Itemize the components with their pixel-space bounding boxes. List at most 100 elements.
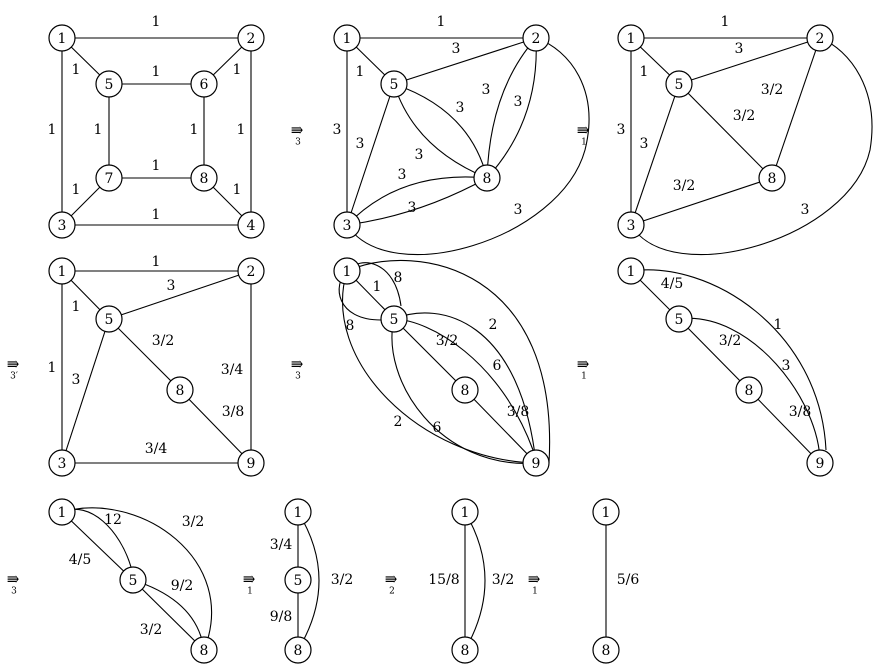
edge-weight-label: 1 <box>190 122 199 138</box>
edge-1-5 <box>61 511 134 581</box>
reduction-arrow: ⇛1 <box>243 570 256 597</box>
node-2: 2 <box>237 24 265 52</box>
node-label: 3 <box>58 218 67 234</box>
node-label: 1 <box>343 264 352 280</box>
edge-weight-label: 3 <box>801 202 810 218</box>
edge-weight-label: 6 <box>493 358 502 374</box>
edge-weight-label: 3/2 <box>140 622 163 638</box>
node-circle <box>735 376 763 404</box>
node-circle <box>48 211 76 239</box>
node-9: 9 <box>522 449 550 477</box>
node-5: 5 <box>380 70 408 98</box>
node-label: 8 <box>461 643 470 659</box>
edge-weight-label: 3/4 <box>145 441 168 457</box>
edge-weight-label: 8 <box>394 270 403 286</box>
edge-weight-label: 3/2 <box>673 178 696 194</box>
edge-1-8 <box>61 507 212 651</box>
node-7: 7 <box>95 164 123 192</box>
edge-weight-label: 3/2 <box>331 572 354 588</box>
edge-weight-label: 1 <box>437 14 446 30</box>
edge-weight-label: 1 <box>233 62 242 78</box>
reduction-arrow: ⇛1 <box>577 121 590 148</box>
edge-weight-label: 15/8 <box>428 572 459 588</box>
edge-1-9 <box>342 270 537 464</box>
edge-weight-label: 1 <box>233 182 242 198</box>
node-8: 8 <box>592 636 620 664</box>
edge-5-8 <box>132 579 205 651</box>
edge-weight-label: 4/5 <box>661 276 684 292</box>
edge-5-8 <box>108 318 181 391</box>
node-8: 8 <box>758 164 786 192</box>
edge-weight-label: 3 <box>782 358 791 374</box>
node-label: 9 <box>247 456 256 472</box>
node-8: 8 <box>473 164 501 192</box>
node-1: 1 <box>451 498 479 526</box>
node-circle <box>333 257 361 285</box>
node-circle <box>451 636 479 664</box>
edge-5-3 <box>630 83 680 226</box>
arrow-subscript: 1 <box>247 587 253 597</box>
edge-weight-label: 9/8 <box>270 609 293 625</box>
node-8: 8 <box>166 376 194 404</box>
edge-3-8 <box>346 176 488 226</box>
node-3: 3 <box>333 211 361 239</box>
node-label: 8 <box>200 171 209 187</box>
edge-1-8 <box>297 511 320 651</box>
arrow-symbol: ⇛ <box>577 355 590 373</box>
edge-weight-label: 3/2 <box>436 333 459 349</box>
node-1: 1 <box>333 257 361 285</box>
node-circle <box>617 24 645 52</box>
graph-g10: 5/618 <box>592 498 639 664</box>
node-circle <box>48 498 76 526</box>
node-circle <box>665 70 693 98</box>
node-label: 1 <box>58 31 67 47</box>
node-circle <box>451 376 479 404</box>
node-2: 2 <box>237 257 265 285</box>
node-circle <box>190 164 218 192</box>
node-4: 4 <box>237 211 265 239</box>
edge-weight-label: 3/2 <box>761 82 784 98</box>
node-circle <box>284 566 312 594</box>
node-circle <box>237 449 265 477</box>
edge-weight-label: 1 <box>640 64 649 80</box>
node-label: 5 <box>105 77 114 93</box>
node-circle <box>237 257 265 285</box>
arrow-symbol: ⇛ <box>577 121 590 139</box>
node-circle <box>95 305 123 333</box>
edge-5-2 <box>678 37 821 85</box>
edge-weight-label: 1 <box>721 14 730 30</box>
reduction-arrow: ⇛2 <box>385 570 398 597</box>
node-label: 1 <box>58 505 67 521</box>
edge-weight-label: 3 <box>333 122 342 138</box>
edge-8-9 <box>179 389 252 464</box>
node-5: 5 <box>95 70 123 98</box>
edge-8-9 <box>464 389 537 464</box>
node-circle <box>333 24 361 52</box>
node-label: 3 <box>627 218 636 234</box>
node-label: 5 <box>675 77 684 93</box>
node-8: 8 <box>190 636 218 664</box>
edge-weight-label: 1 <box>356 64 365 80</box>
node-3: 3 <box>48 211 76 239</box>
arrow-subscript: 1 <box>532 587 538 597</box>
edge-weight-label: 3/2 <box>733 108 756 124</box>
edge-weight-label: 12 <box>104 512 122 528</box>
arrow-subscript: 3 <box>11 587 17 597</box>
edge-5-8 <box>393 83 488 179</box>
node-5: 5 <box>665 70 693 98</box>
reduction-arrow: ⇛3 <box>291 121 304 148</box>
arrow-symbol: ⇛ <box>7 570 20 588</box>
node-circle <box>473 164 501 192</box>
node-circle <box>119 566 147 594</box>
node-circle <box>48 24 76 52</box>
edge-weight-label: 3 <box>167 278 176 294</box>
node-5: 5 <box>95 305 123 333</box>
edge-weight-label: 3 <box>640 136 649 152</box>
arrow-symbol: ⇛ <box>7 355 20 373</box>
node-circle <box>380 70 408 98</box>
edge-weight-label: 1 <box>152 254 161 270</box>
node-label: 9 <box>532 456 541 472</box>
